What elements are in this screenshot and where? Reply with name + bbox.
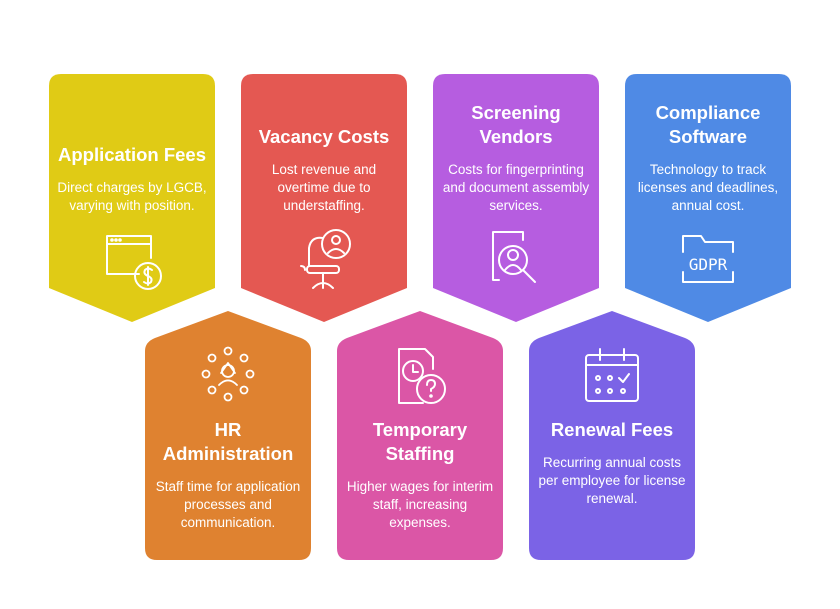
- card-shape: [49, 74, 215, 322]
- card-description: Costs for fingerprinting and document as…: [442, 162, 590, 213]
- calendar-check-icon: [579, 343, 645, 409]
- browser-dollar-icon: [99, 226, 165, 292]
- card-description: Higher wages for interim staff, increasi…: [346, 479, 494, 530]
- card-title: Renewal Fees: [550, 419, 674, 440]
- card-shape: [625, 74, 791, 322]
- card-title: HR Administration: [162, 419, 294, 464]
- card-description: Recurring annual costs per employee for …: [538, 455, 686, 506]
- card-description: Staff time for application processes and…: [155, 479, 301, 530]
- card-description: Lost revenue and overtime due to underst…: [271, 162, 377, 213]
- card-title: Temporary Staffing: [372, 419, 468, 464]
- document-person-search-icon: [483, 226, 549, 292]
- card-shape: [337, 311, 503, 560]
- card-shape: [529, 311, 695, 560]
- document-clock-question-icon: [387, 343, 453, 409]
- gdpr-label: GDPR: [689, 255, 728, 274]
- card-description: Technology to track licenses and deadlin…: [637, 162, 779, 213]
- empty-chair-user-icon: [291, 226, 357, 292]
- card-title: Application Fees: [57, 144, 207, 165]
- user-network-icon: [195, 343, 261, 409]
- gdpr-folder-icon: GDPR: [675, 226, 741, 292]
- card-shape: [433, 74, 599, 322]
- card-title: Vacancy Costs: [258, 126, 390, 147]
- card-description: Direct charges by LGCB, varying with pos…: [57, 180, 207, 213]
- card-shape: [241, 74, 407, 322]
- card-shape: [145, 311, 311, 560]
- card-title: Screening Vendors: [471, 102, 561, 147]
- card-title: Compliance Software: [655, 102, 761, 147]
